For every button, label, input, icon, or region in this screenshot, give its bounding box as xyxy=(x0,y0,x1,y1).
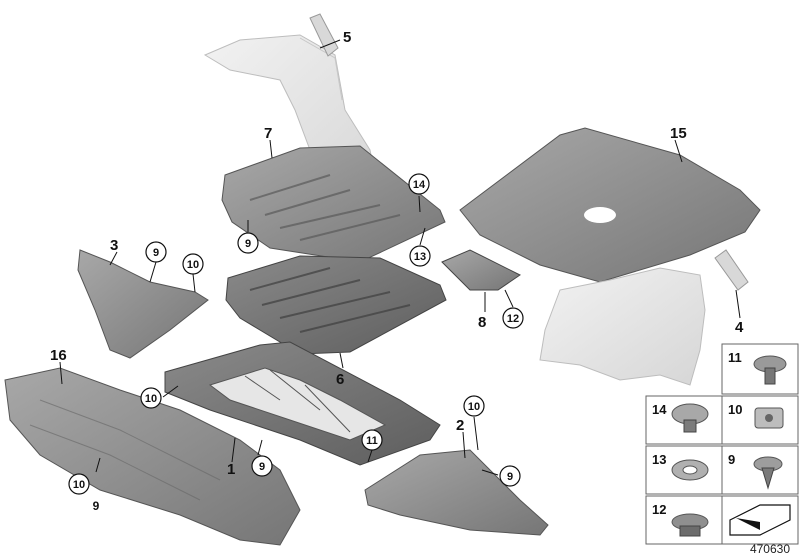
arrow-symbol-icon xyxy=(729,504,791,536)
callout-10-frame: 10 xyxy=(140,387,162,409)
label-part-7: 7 xyxy=(264,125,272,142)
legend-9: 9 xyxy=(728,452,735,467)
callout-9-frame: 9 xyxy=(251,455,273,477)
svg-text:10: 10 xyxy=(187,259,199,271)
callout-9-left: 9 xyxy=(145,241,167,263)
plug-cap-icon xyxy=(671,403,709,433)
label-part-8: 8 xyxy=(478,314,486,331)
side-deflector-part-3 xyxy=(77,249,209,359)
legend-12: 12 xyxy=(652,502,666,517)
svg-text:11: 11 xyxy=(366,435,378,447)
label-part-6: 6 xyxy=(336,371,344,388)
legend-14: 14 xyxy=(652,402,667,417)
callout-9-right: 9 xyxy=(499,465,521,487)
underbody-shield-upper xyxy=(221,145,446,263)
label-part-15: 15 xyxy=(670,125,687,142)
callout-12: 12 xyxy=(502,307,524,329)
label-part-1: 1 xyxy=(227,461,235,478)
callout-14: 14 xyxy=(408,173,430,195)
spring-nut-icon xyxy=(754,407,784,429)
diagram-id: 470630 xyxy=(749,542,790,556)
callout-11: 11 xyxy=(361,429,383,451)
label-part-3: 3 xyxy=(110,237,118,254)
svg-text:13: 13 xyxy=(414,251,426,263)
svg-text:9: 9 xyxy=(507,471,513,483)
svg-text:9: 9 xyxy=(245,238,251,250)
washer-icon xyxy=(671,459,709,481)
rear-underbody-panel xyxy=(459,127,761,283)
fastener-legend: 11 14 10 13 9 12 xyxy=(645,343,799,545)
callout-10-bottom: 10 xyxy=(68,473,90,495)
svg-text:10: 10 xyxy=(145,393,157,405)
label-part-4: 4 xyxy=(735,319,744,336)
svg-text:14: 14 xyxy=(413,179,426,191)
underbody-shield-lower xyxy=(225,255,447,355)
svg-text:9: 9 xyxy=(259,461,265,473)
callout-13: 13 xyxy=(409,245,431,267)
cover-part-8 xyxy=(441,249,521,291)
side-deflector-part-2 xyxy=(364,449,549,536)
label-part-2: 2 xyxy=(456,417,464,434)
callout-10-left: 10 xyxy=(182,253,204,275)
svg-text:12: 12 xyxy=(507,313,519,325)
callout-10-right: 10 xyxy=(463,395,485,417)
label-9-bottom: 9 xyxy=(93,499,100,513)
part-labels: 5 7 15 3 16 6 1 2 4 8 xyxy=(50,29,744,478)
clip-icon xyxy=(671,513,709,537)
label-part-16: 16 xyxy=(50,347,67,364)
svg-text:10: 10 xyxy=(468,401,480,413)
legend-10: 10 xyxy=(728,402,742,417)
wheel-arch-liner-front xyxy=(539,267,706,386)
fastener-callouts: 9 9 10 14 13 12 10 11 9 10 9 10 9 xyxy=(68,173,524,513)
bracket-part-4 xyxy=(714,249,749,291)
expanding-rivet-icon xyxy=(753,355,787,385)
legend-11: 11 xyxy=(728,350,742,365)
screw-icon xyxy=(753,456,783,490)
svg-text:9: 9 xyxy=(153,247,159,259)
bracket-part-5 xyxy=(309,13,339,57)
label-part-5: 5 xyxy=(343,29,351,46)
legend-13: 13 xyxy=(652,452,666,467)
front-undertray-part-16 xyxy=(4,367,301,546)
callout-9-upper: 9 xyxy=(237,232,259,254)
svg-text:10: 10 xyxy=(73,479,85,491)
leader-lines xyxy=(59,39,741,476)
